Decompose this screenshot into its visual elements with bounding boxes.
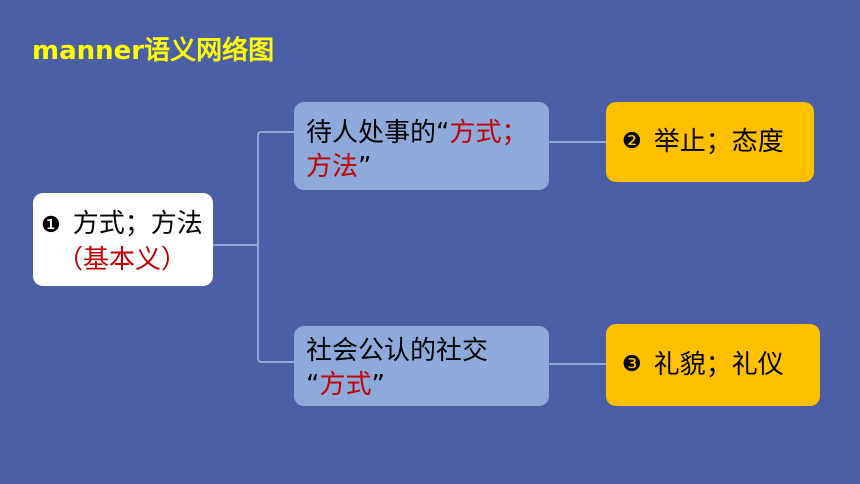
branch2-line2-red: 方式: [319, 370, 372, 400]
branch2-line1: 社会公认的社交: [306, 336, 489, 366]
number-two-icon: ❷: [622, 129, 642, 154]
leaf1-text: 举止；态度: [653, 127, 784, 157]
branch1-line2-suffix: ”: [358, 152, 372, 182]
branch-node-2: 社会公认的社交 “方式”: [294, 326, 549, 406]
branch1-line1-red: 方式；: [449, 118, 528, 148]
number-three-icon: ❸: [622, 352, 642, 377]
page-title: manner语义网络图: [32, 36, 275, 66]
root-node: ❶ 方式；方法 （基本义）: [33, 193, 213, 286]
branch-node-1: 待人处事的“方式； 方法”: [294, 102, 549, 190]
leaf-node-1: ❷ 举止；态度: [606, 102, 814, 182]
root-text: 方式；方法: [72, 209, 203, 239]
branch2-line2-prefix: “: [306, 370, 320, 400]
branch1-line2-red: 方法: [306, 152, 359, 182]
leaf-node-2: ❸ 礼貌；礼仪: [606, 324, 820, 406]
branch2-line2-suffix: ”: [371, 370, 385, 400]
branch1-line1-prefix: 待人处事的“: [306, 118, 450, 148]
number-one-icon: ❶: [41, 213, 61, 238]
root-sub: （基本义）: [57, 245, 188, 275]
bracket-connector: [213, 131, 294, 363]
leaf2-text: 礼貌；礼仪: [653, 350, 784, 380]
